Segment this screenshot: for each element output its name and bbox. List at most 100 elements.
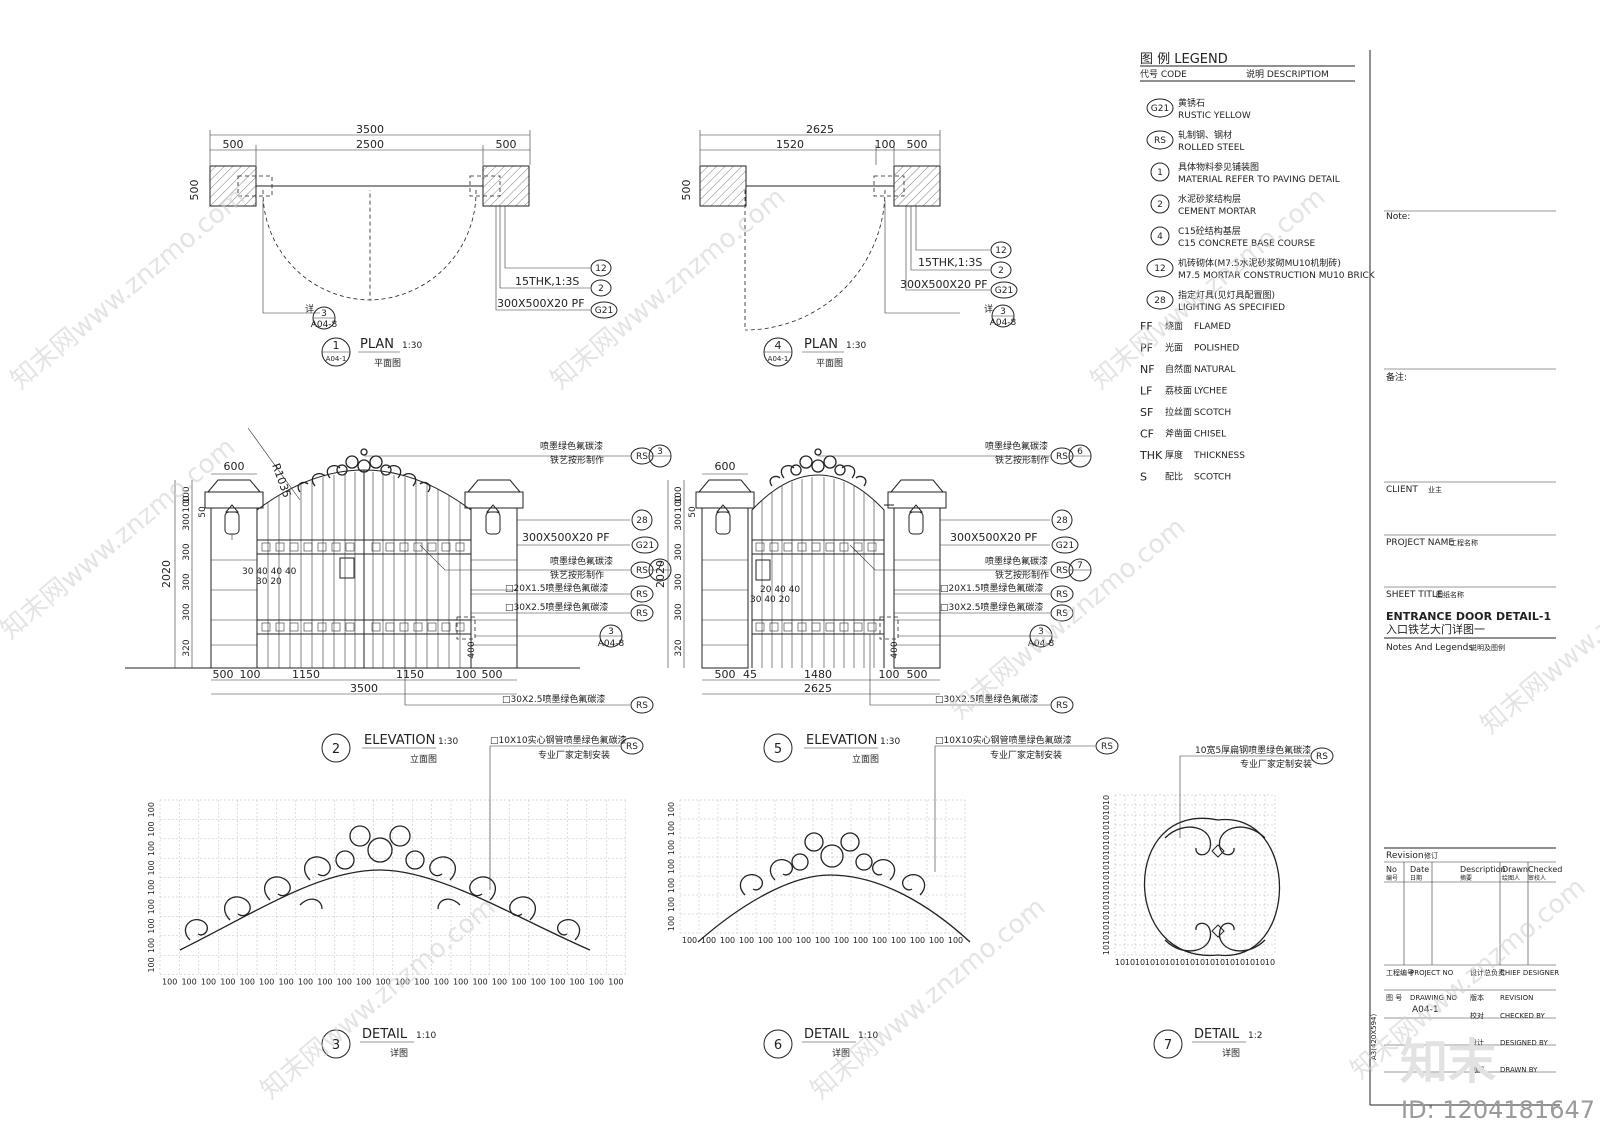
tag-rs: RS [626, 742, 638, 752]
view-scale: 1:2 [1248, 1031, 1262, 1041]
grid-tick-x: 100 [758, 936, 773, 945]
grid-tick-x: 100 [259, 978, 274, 987]
view-scale: 1:30 [438, 737, 458, 747]
grid-tick-x: 100 [608, 978, 623, 987]
watermark-7: 知末网www.znzmo.com [255, 892, 501, 1105]
dim-v6: 300 [182, 573, 192, 590]
legend-en: LIGHTING AS SPECIFIED [1178, 303, 1285, 313]
legend-col-desc: 说明 DESCRIPTIOM [1246, 68, 1329, 80]
finish-code: CF [1140, 428, 1154, 441]
dim-inner2: 30 20 [256, 577, 282, 587]
note-d3a: □10X10实心钢管喷墨绿色氟碳漆 [490, 734, 627, 746]
view-scale: 1:10 [416, 1031, 436, 1041]
tag-rs: RS [1056, 452, 1068, 462]
legend-cn: 黄锈石 [1178, 97, 1205, 109]
dim-v8: 320 [674, 639, 684, 656]
dim-total: 2625 [804, 682, 832, 695]
tag-rs: RS [636, 452, 648, 462]
tag-rs-3: RS [636, 590, 648, 600]
note-d7a: 10宽5厚扁钢喷墨绿色氟碳漆 [1195, 744, 1311, 756]
note-stone: 300X500X20 PF [950, 531, 1038, 544]
grid-tick-y: 100 [667, 897, 676, 912]
crown-ornament [297, 448, 431, 493]
note-tube2: □30X2.5喷墨绿色氟碳漆 [505, 601, 608, 613]
finish-en: SCOTCH [1194, 473, 1231, 483]
tag-28: 28 [1056, 516, 1068, 526]
grid-tick-y: 10 [1102, 935, 1111, 945]
finish-cn: 光面 [1165, 342, 1183, 354]
tag-12: 12 [595, 264, 606, 274]
grid-tick-y: 10 [1102, 915, 1111, 925]
grid-tick-x: 10 [1245, 958, 1255, 967]
rev-col: Drawn [1502, 865, 1528, 874]
note-paint: 喷墨绿色氟碳漆 [985, 440, 1048, 452]
grid-tick-x: 100 [589, 978, 604, 987]
tag-6: 6 [1077, 447, 1083, 457]
dim-b6: 500 [482, 668, 503, 681]
grid-tick-y: 10 [1102, 845, 1111, 855]
grid-tick-x: 100 [220, 978, 235, 987]
grid-tick-y: 100 [147, 802, 156, 817]
note-paint: 喷墨绿色氟碳漆 [540, 440, 603, 452]
dim-b1: 500 [213, 668, 234, 681]
finish-en: THICKNESS [1193, 451, 1245, 461]
legend-cn: 水泥砂浆结构层 [1178, 193, 1241, 205]
watermark-8: 知末网www.znzmo.com [805, 892, 1051, 1105]
grid-tick-x: 100 [701, 936, 716, 945]
tb-checked: CHECKED BY [1500, 1012, 1546, 1020]
grid-tick-x: 100 [240, 978, 255, 987]
legend-en: MATERIAL REFER TO PAVING DETAIL [1178, 175, 1340, 185]
legend-code: 4 [1157, 232, 1163, 242]
grid-tick-y: 10 [1102, 795, 1111, 805]
rev-col: No [1386, 865, 1397, 874]
grid-tick-x: 10 [1135, 958, 1145, 967]
dim-side400: 400 [467, 641, 477, 658]
tb-notes-legends: Notes And Legends [1386, 643, 1473, 653]
legend-code: G21 [1151, 104, 1169, 114]
view-cn: 详图 [832, 1047, 850, 1059]
dim-v2: 100 [674, 495, 684, 512]
view-scale: 1:10 [858, 1031, 878, 1041]
dim-v7: 300 [182, 603, 192, 620]
view-title: ELEVATION [806, 733, 877, 748]
grid-tick-x: 100 [162, 978, 177, 987]
title-block: Note: 备注: CLIENT 业主 PROJECT NAME 工程名称 SH… [1369, 50, 1595, 1124]
grid-tick-x: 10 [1155, 958, 1165, 967]
note-d6b: 专业厂家定制安装 [990, 749, 1062, 761]
legend-code-shape [1150, 226, 1170, 246]
tb-drawn: DRAWN BY [1500, 1066, 1538, 1074]
grid-tick-y: 100 [667, 802, 676, 817]
dim-side: 500 [188, 180, 201, 201]
note-tube3: □30X2.5喷墨绿色氟碳漆 [502, 693, 605, 705]
ref-sheet: A04-8 [1028, 639, 1055, 649]
pillar-left [209, 165, 257, 207]
grid-tick-y: 100 [147, 918, 156, 933]
legend-code-shape [1146, 98, 1174, 118]
note-d6a: □10X10实心钢管喷墨绿色氟碳漆 [935, 734, 1072, 746]
grid-tick-x: 10 [1145, 958, 1155, 967]
grid-tick-x: 10 [1205, 958, 1215, 967]
grid-tick-y: 10 [1102, 875, 1111, 885]
tag-rs-2: RS [636, 566, 648, 576]
grid-tick-y: 10 [1102, 885, 1111, 895]
dim-b4: 1150 [396, 668, 424, 681]
tag-7: 7 [1077, 561, 1083, 571]
grid-tick-x: 100 [815, 936, 830, 945]
grid-tick-y: 10 [1102, 895, 1111, 905]
legend-en: M7.5 MORTAR CONSTRUCTION MU10 BRICK [1178, 271, 1376, 281]
dim-mid: 2500 [356, 138, 384, 151]
note-d7b: 专业厂家定制安装 [1240, 758, 1312, 770]
legend-code: 28 [1154, 296, 1166, 306]
grid-tick-x: 100 [739, 936, 754, 945]
grid-tick-y: 100 [147, 957, 156, 972]
grid-tick-x: 100 [834, 936, 849, 945]
view-cn: 平面图 [374, 358, 401, 369]
tb-client: CLIENT [1386, 485, 1418, 495]
finish-code: SF [1140, 406, 1153, 419]
dim-left: 500 [223, 138, 244, 151]
